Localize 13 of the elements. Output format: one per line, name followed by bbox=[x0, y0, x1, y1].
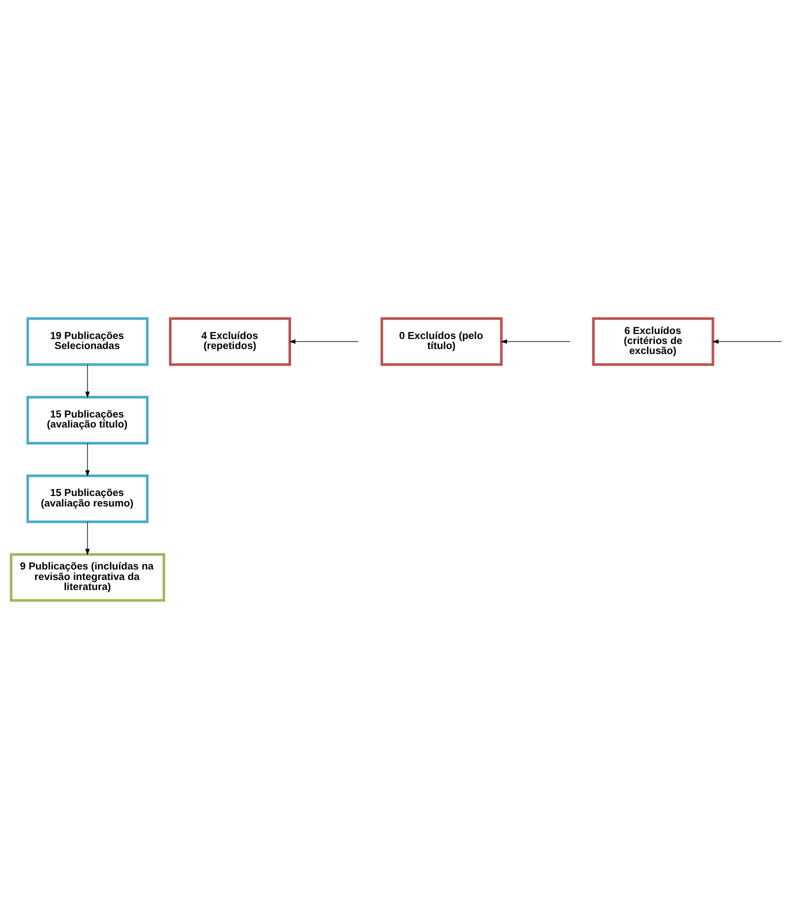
arrow bbox=[289, 339, 359, 344]
arrow bbox=[85, 522, 90, 556]
node-box: 0 Excluídos (pelo título) bbox=[380, 317, 503, 366]
arrow bbox=[500, 339, 570, 344]
node-box: 6 Excluídos (critérios de exclusão) bbox=[592, 317, 714, 366]
node-box: 15 Publicações (avaliação título) bbox=[26, 396, 149, 444]
node-box: 19 Publicações Selecionadas bbox=[26, 317, 149, 366]
node-box: 9 Publicações (incluídas na revisão integrativa da literatura) bbox=[10, 553, 166, 602]
arrow bbox=[85, 364, 90, 398]
arrow bbox=[712, 339, 782, 344]
arrow bbox=[85, 443, 90, 477]
node-box: 15 Publicações (avaliação resumo) bbox=[26, 474, 149, 524]
node-box: 4 Excluídos (repetidos) bbox=[169, 317, 292, 366]
